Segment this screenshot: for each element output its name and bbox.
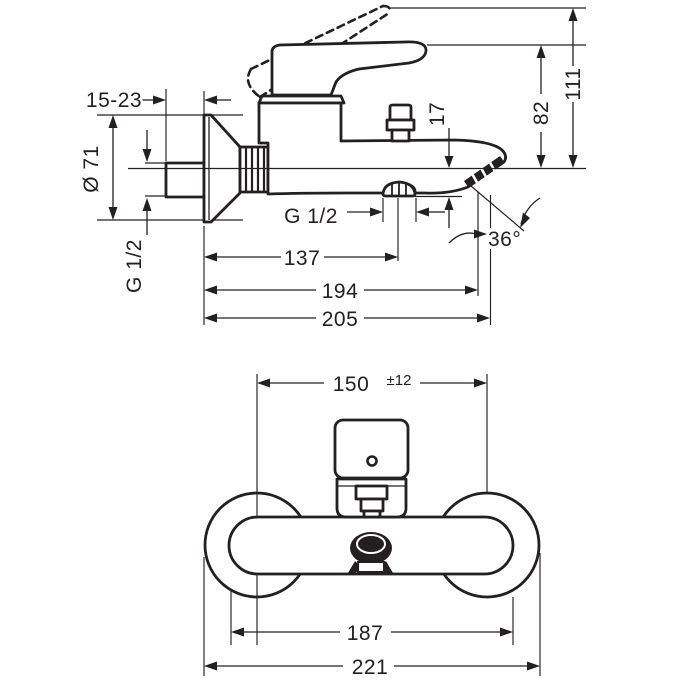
diverter-knob-flange (385, 118, 416, 132)
dim-hose-thread: G 1/2 (282, 198, 445, 231)
dim-reach-hose-outlet: 137 (204, 245, 398, 273)
arrowhead-left (231, 627, 244, 637)
arrowhead-left (204, 313, 217, 323)
arrowhead-down (142, 149, 152, 162)
dim-hole-tolerance-label: ±12 (387, 372, 412, 389)
dim-overall-width-label: 221 (352, 656, 389, 679)
aerator-band-gap (480, 167, 487, 178)
arrowhead-left (204, 661, 217, 671)
handle-stem-step-2 (359, 497, 385, 513)
diverter-knob (385, 103, 416, 143)
dim-escutcheon-diameter: Ø 71 (78, 115, 118, 220)
handle-base (257, 94, 346, 105)
angle-reference-line (470, 185, 525, 232)
arrowhead-right (153, 95, 166, 105)
spout-outlet-highlight (356, 534, 386, 554)
dim-height-overall-label: 111 (562, 67, 585, 100)
arrowhead-right (477, 313, 490, 323)
dim-reach-aerator: 194 (204, 278, 478, 306)
arrowhead-right (385, 252, 398, 262)
dim-spout-drop: 17 (424, 99, 454, 228)
handle-indicator-dot (366, 455, 378, 467)
handle-lever (270, 40, 428, 97)
arrowhead-down (444, 156, 454, 168)
dim-overall-width: 221 (204, 654, 540, 680)
arrowhead-up (568, 8, 578, 21)
dim-reach-overall: 205 (204, 306, 490, 334)
handle-stem-step-1 (354, 484, 389, 501)
arrowhead-up (536, 45, 546, 58)
aerator-band-gap (488, 161, 496, 172)
arrowhead-arc (520, 212, 530, 228)
leader-curve (448, 232, 475, 244)
dim-reach-overall-label: 205 (322, 308, 359, 331)
diverter-knob-base (390, 128, 411, 143)
dim-hole-distance: 150 ±12 (257, 370, 487, 399)
dim-spray-angle-label: 36° (488, 228, 521, 251)
arrowhead-right (474, 378, 487, 388)
spout-trim-centre (357, 561, 385, 573)
arrowhead-right (370, 207, 383, 217)
arrowhead-up (444, 197, 454, 210)
arrowhead-up (108, 115, 118, 128)
handle-front (333, 418, 410, 480)
arrowhead-left (204, 285, 217, 295)
dim-reach-aerator-label: 194 (322, 280, 359, 303)
aerator-band-gap (471, 173, 479, 184)
handle-stem-step-3 (362, 509, 382, 519)
arrowhead-right (500, 627, 513, 637)
arrowhead-down (108, 207, 118, 220)
handle-raised-left-arc (246, 67, 262, 99)
arrowhead-down (536, 155, 546, 168)
handle-raised-tip-arc (381, 4, 392, 15)
dim-body-width: 187 (231, 620, 513, 648)
dim-wall-offset-label: 15-23 (86, 89, 142, 112)
arrowhead-right (465, 285, 478, 295)
diverter-knob-top (388, 103, 413, 122)
arrowhead-left (257, 378, 270, 388)
side-elevation-view: 15-23 Ø 71 G 1/2 17 (78, 4, 588, 334)
dim-spray-angle: 36° (448, 185, 541, 254)
arrowhead-up (142, 198, 152, 211)
dim-reach-hose-outlet-label: 137 (284, 247, 321, 270)
arrowhead-left (204, 252, 217, 262)
arrowhead-down (568, 155, 578, 168)
dim-wall-thread-label: G 1/2 (123, 239, 146, 293)
aerator-band (464, 156, 504, 187)
dim-hole-distance-label: 150 (333, 373, 370, 396)
front-elevation-view: 150 ±12 187 221 (203, 370, 541, 680)
dim-height-spout-top: 82 (528, 45, 556, 168)
dim-hose-thread-label: G 1/2 (284, 205, 338, 228)
dim-spout-drop-label: 17 (426, 102, 449, 126)
spout-outlet-front (350, 532, 392, 564)
arrowhead-left (204, 95, 217, 105)
dim-height-overall: 111 (560, 8, 588, 168)
arrowhead-right (474, 229, 487, 239)
dim-escutcheon-diameter-label: Ø 71 (80, 145, 103, 193)
dim-body-width-label: 187 (347, 622, 384, 645)
arrowhead-left (416, 207, 429, 217)
dim-wall-offset: 15-23 (83, 87, 231, 161)
dim-wall-thread: G 1/2 (121, 130, 152, 295)
dim-height-spout-top-label: 82 (530, 101, 553, 125)
arrowhead-right (527, 661, 540, 671)
